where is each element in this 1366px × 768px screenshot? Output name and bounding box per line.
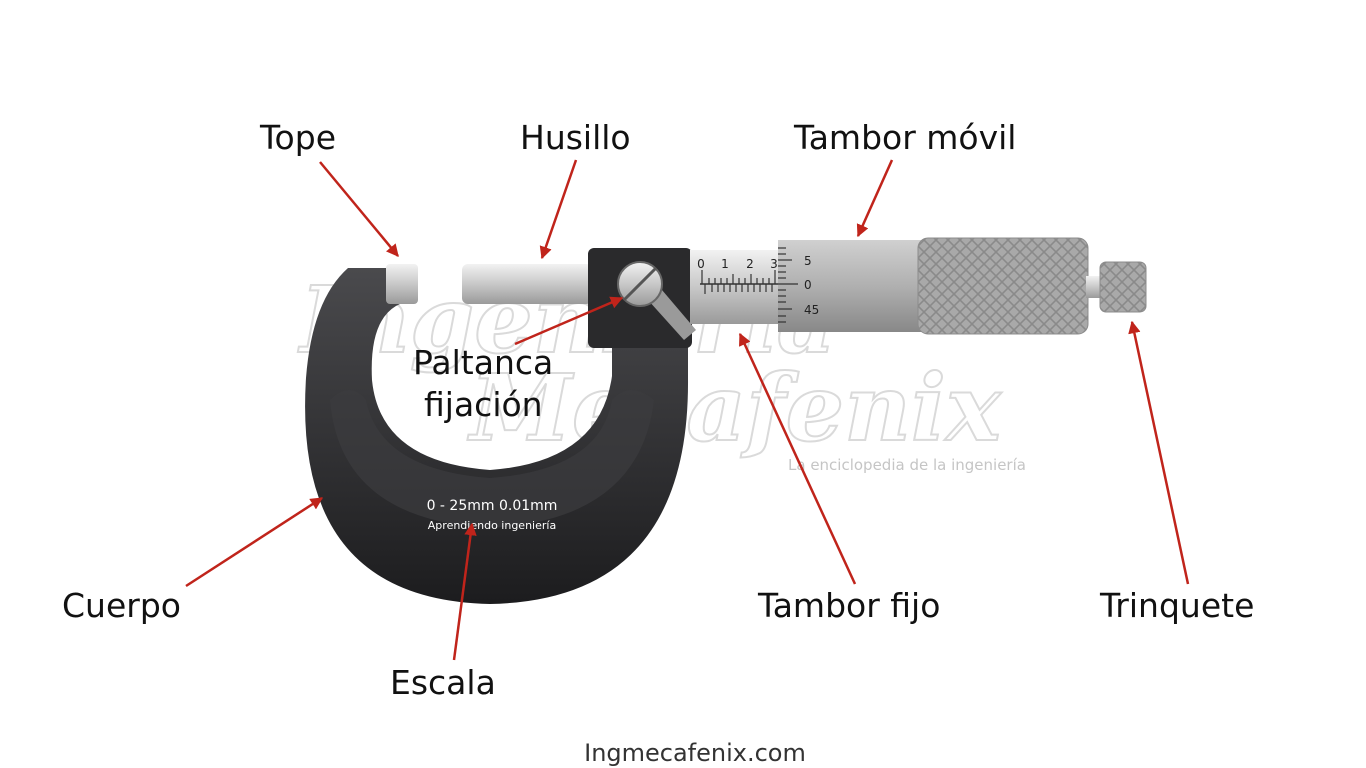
label-cuerpo: Cuerpo	[62, 586, 181, 625]
arrow-palanca	[514, 296, 624, 346]
label-escala: Escala	[390, 663, 496, 702]
thimble-tick-45: 45	[804, 303, 819, 317]
sleeve-tick-3: 3	[770, 257, 778, 271]
label-tambor-fijo: Tambor fijo	[757, 586, 940, 625]
thimble-tick-0: 0	[804, 278, 812, 292]
label-palanca-2: fijación	[424, 385, 543, 424]
micrometer-body: 0 - 25mm 0.01mm Aprendiendo ingeniería	[305, 268, 689, 604]
arrow-cuerpo	[185, 496, 324, 588]
thimble-tick-5: 5	[804, 254, 812, 268]
label-tambor-movil: Tambor móvil	[793, 118, 1016, 157]
label-tope: Tope	[259, 118, 336, 157]
arrow-tambor-fijo	[738, 332, 857, 585]
sleeve-tick-2: 2	[746, 257, 754, 271]
sleeve: 0 1 2 3	[690, 250, 786, 324]
arrow-husillo	[539, 159, 578, 260]
label-husillo: Husillo	[520, 118, 631, 157]
arrow-trinquete	[1128, 320, 1190, 585]
label-palanca-1: Paltanca	[413, 343, 553, 382]
spindle	[462, 264, 592, 304]
anvil	[386, 264, 418, 304]
lock-lever	[617, 261, 696, 340]
arrow-tambor-movil	[856, 159, 894, 238]
sleeve-tick-1: 1	[721, 257, 729, 271]
svg-text:Mecafenix: Mecafenix	[467, 354, 1002, 462]
footer-url: Ingmecafenix.com	[584, 739, 806, 767]
range-text: 0 - 25mm 0.01mm	[427, 498, 558, 514]
arrow-tope	[319, 161, 399, 257]
ratchet	[1086, 261, 1147, 313]
svg-text:La enciclopedia de la ingenier: La enciclopedia de la ingeniería	[788, 456, 1026, 474]
motto-text: Aprendiendo ingeniería	[428, 519, 556, 532]
thimble: 5 0 45	[778, 237, 1089, 335]
sleeve-tick-0: 0	[697, 257, 705, 271]
callout-arrows	[185, 159, 1190, 661]
arrow-escala	[452, 522, 477, 661]
label-trinquete: Trinquete	[1099, 586, 1254, 625]
